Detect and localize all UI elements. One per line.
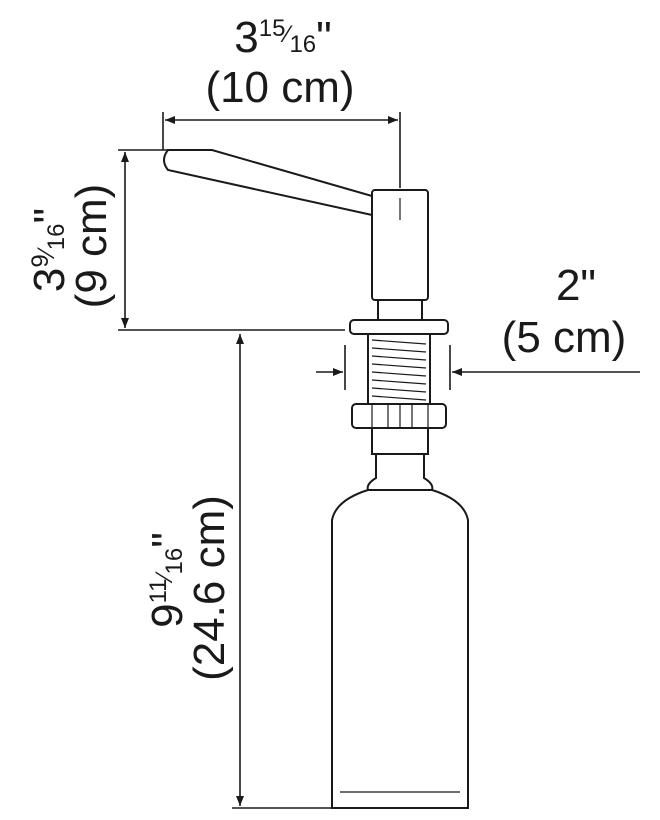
bottle-cap — [371, 427, 429, 455]
bottle-length-inch: " — [143, 532, 192, 548]
spout-height-metric: (9 cm) — [67, 184, 116, 309]
bottle-body — [331, 489, 469, 809]
spout-height-whole: 3 — [25, 268, 74, 292]
flange — [349, 319, 449, 335]
dimension-spout-length: 315⁄16" (10 cm) — [162, 13, 401, 188]
bottle-length-den: 16 — [161, 548, 188, 575]
dimension-hole-diameter: 2" (5 cm) — [316, 261, 640, 390]
mounting-nut — [351, 403, 447, 429]
spout-height-inch: " — [25, 208, 74, 224]
thread-lines — [371, 339, 427, 401]
hole-diameter-metric: (5 cm) — [502, 313, 627, 362]
bottle-length-whole: 9 — [143, 603, 192, 627]
spout-length-inch: " — [316, 13, 332, 62]
threaded-shank — [367, 333, 431, 405]
bottle-neck — [366, 453, 434, 491]
spout-length-num: 15 — [259, 15, 286, 42]
bottle-length-metric: (24.6 cm) — [185, 495, 234, 681]
hole-diameter-imperial: 2" — [556, 261, 596, 310]
spout-length-den: 16 — [289, 31, 316, 58]
bottle-length-num: 11 — [145, 578, 172, 603]
spout-height-num: 9 — [27, 254, 54, 267]
pump-neck — [377, 299, 423, 321]
svg-text:911⁄16": 911⁄16" — [143, 532, 192, 628]
svg-text:39⁄16": 39⁄16" — [25, 208, 74, 292]
dimension-spout-height: 39⁄16" (9 cm) — [25, 149, 345, 331]
dimension-bottle-length: 911⁄16" (24.6 cm) — [143, 334, 332, 809]
spout-length-whole: 3 — [234, 13, 258, 62]
spout-length-metric: (10 cm) — [205, 63, 354, 112]
svg-text:315⁄16": 315⁄16" — [234, 13, 332, 62]
spout-arm — [163, 149, 373, 217]
dispenser-drawing — [163, 149, 469, 809]
spout-height-den: 16 — [43, 224, 70, 251]
